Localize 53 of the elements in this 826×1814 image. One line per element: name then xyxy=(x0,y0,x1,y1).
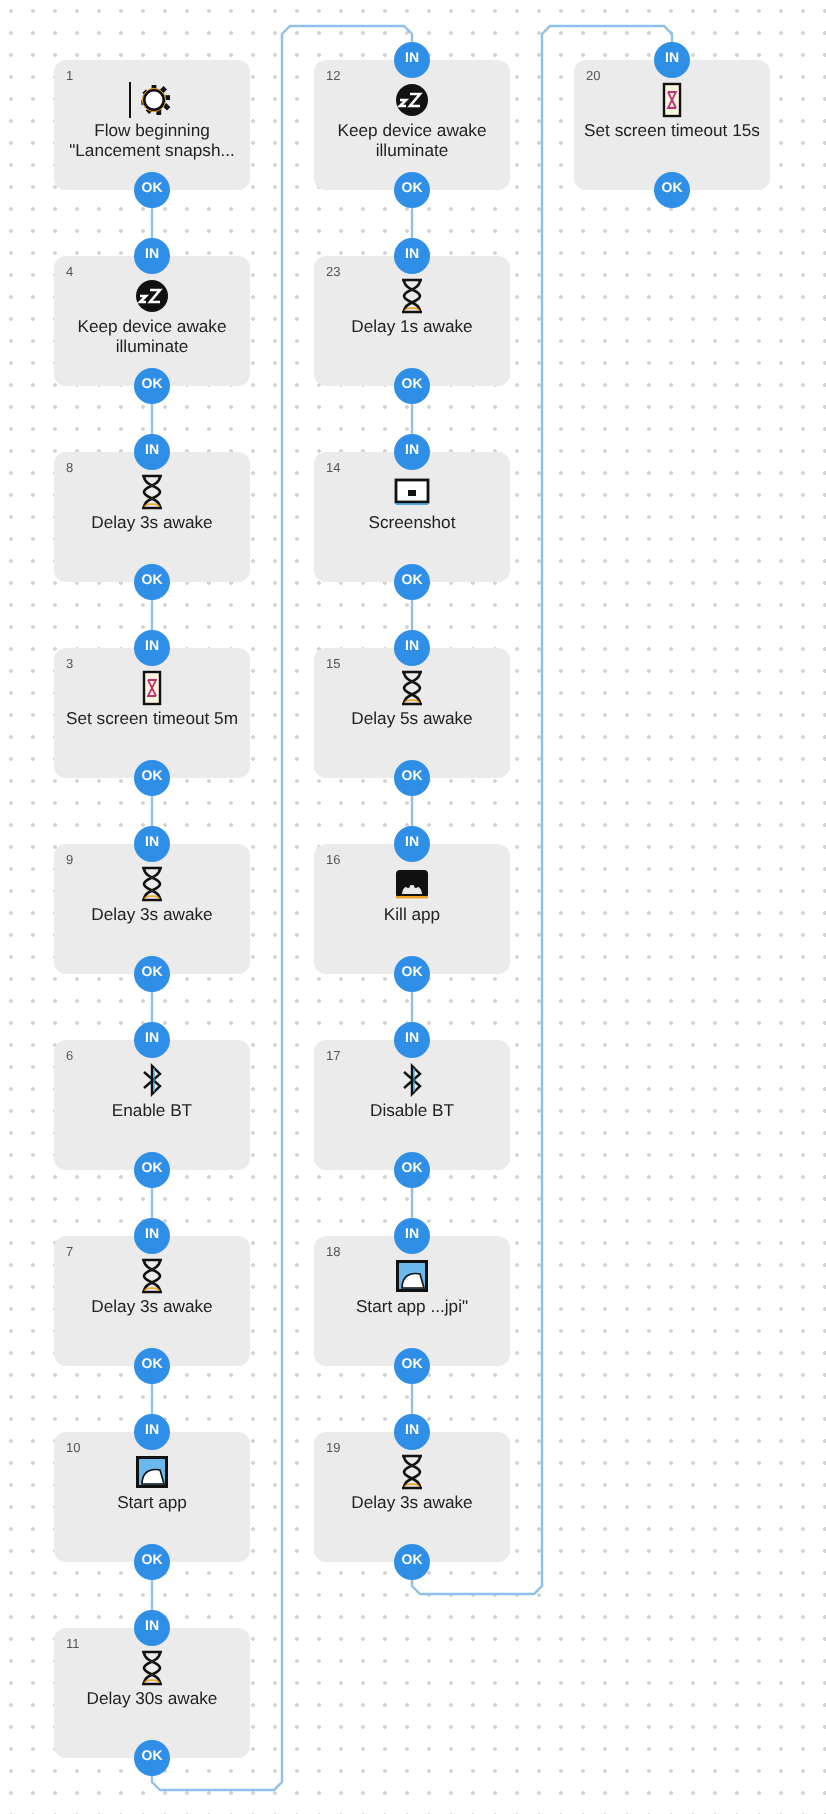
action-card xyxy=(54,256,250,386)
action-card xyxy=(574,60,770,190)
connector-line xyxy=(410,208,414,238)
action-card xyxy=(54,844,250,974)
connector-line xyxy=(410,24,674,1596)
action-card xyxy=(314,648,510,778)
action-card xyxy=(54,1432,250,1562)
connector-line xyxy=(410,796,414,826)
connector-line xyxy=(150,796,154,826)
action-card xyxy=(314,452,510,582)
action-label: Set screen timeout 5m xyxy=(64,708,240,728)
action-label: Delay 3s awake xyxy=(89,1296,215,1316)
action-card xyxy=(314,60,510,190)
connector-line xyxy=(150,208,154,238)
action-card xyxy=(54,648,250,778)
connector-line xyxy=(150,24,414,1792)
action-card xyxy=(54,1040,250,1170)
action-label: Start app xyxy=(115,1492,189,1512)
action-label: Delay 3s awake xyxy=(89,904,215,924)
action-card xyxy=(54,452,250,582)
action-label: Delay 30s awake xyxy=(84,1688,220,1708)
action-label: Delay 3s awake xyxy=(349,1492,475,1512)
action-label: Screenshot xyxy=(366,512,458,532)
connector-line xyxy=(150,404,154,434)
action-card xyxy=(314,1432,510,1562)
connector-line xyxy=(410,600,414,630)
action-label: Delay 3s awake xyxy=(89,512,215,532)
action-label: Keep device awake illuminate xyxy=(75,316,229,356)
connector-line xyxy=(410,1188,414,1218)
action-card xyxy=(314,844,510,974)
action-label: Flow beginning "Lancement snapsh... xyxy=(67,120,237,160)
action-label: Set screen timeout 15s xyxy=(582,120,762,140)
connector-line xyxy=(150,1384,154,1414)
action-card xyxy=(54,60,250,190)
action-label: Keep device awake illuminate xyxy=(335,120,489,160)
action-label: Delay 5s awake xyxy=(349,708,475,728)
connector-line xyxy=(410,404,414,434)
action-card xyxy=(54,1628,250,1758)
connector-line xyxy=(410,1384,414,1414)
action-label: Enable BT xyxy=(109,1100,195,1120)
connector-line xyxy=(150,1188,154,1218)
connector-line xyxy=(150,992,154,1022)
action-card xyxy=(314,256,510,386)
action-card xyxy=(54,1236,250,1366)
action-label: Disable BT xyxy=(367,1100,457,1120)
action-card xyxy=(314,1236,510,1366)
action-label: Delay 1s awake xyxy=(349,316,475,336)
action-card xyxy=(314,1040,510,1170)
connector-line xyxy=(150,1580,154,1610)
action-label: Kill app xyxy=(381,904,443,924)
connector-line xyxy=(410,992,414,1022)
action-label: Start app ...jpi" xyxy=(353,1296,471,1316)
connector-line xyxy=(150,600,154,630)
